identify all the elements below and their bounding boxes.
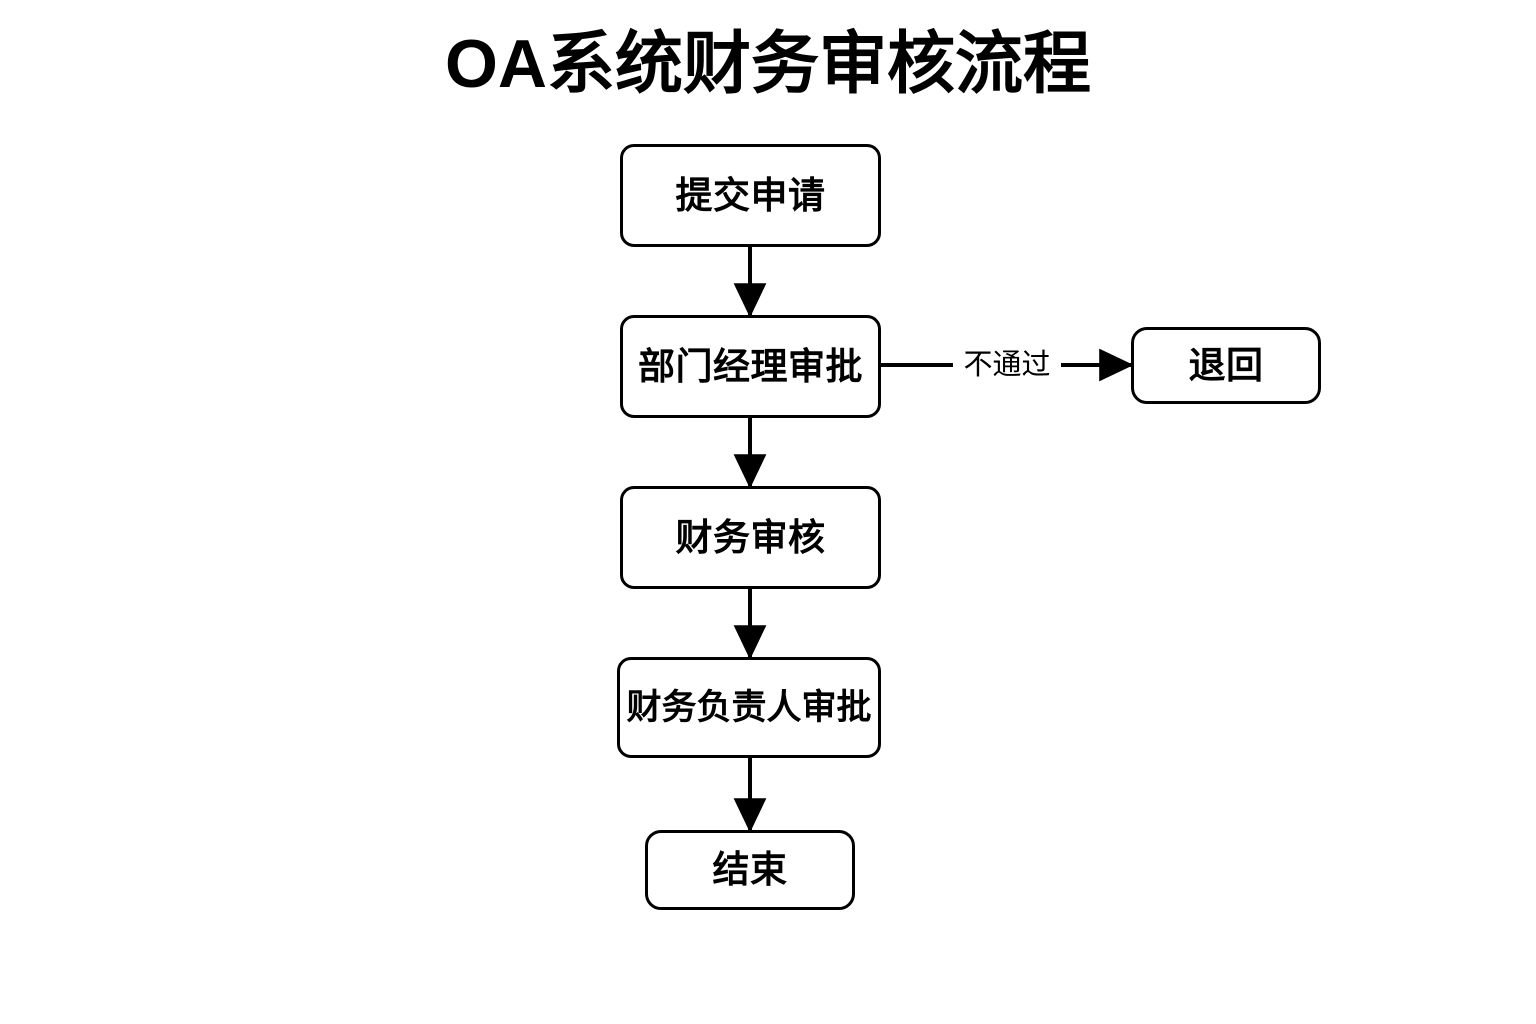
node-submit[interactable]: 提交申请 <box>620 144 881 247</box>
node-return[interactable]: 退回 <box>1131 327 1321 404</box>
node-finance-audit[interactable]: 财务审核 <box>620 486 881 589</box>
node-finance-audit-label: 财务审核 <box>675 516 826 558</box>
node-finance-head-label: 财务负责人审批 <box>626 687 872 727</box>
node-return-label: 退回 <box>1188 344 1264 386</box>
node-dept-approve[interactable]: 部门经理审批 <box>620 315 881 418</box>
node-dept-approve-label: 部门经理审批 <box>638 345 863 387</box>
node-submit-label: 提交申请 <box>675 174 826 216</box>
edge-label-not-approved: 不通过 <box>953 348 1061 382</box>
node-end[interactable]: 结束 <box>645 830 855 910</box>
node-end-label: 结束 <box>712 849 788 890</box>
node-finance-head[interactable]: 财务负责人审批 <box>617 657 881 758</box>
page-title: OA系统财务审核流程 <box>444 26 1091 102</box>
